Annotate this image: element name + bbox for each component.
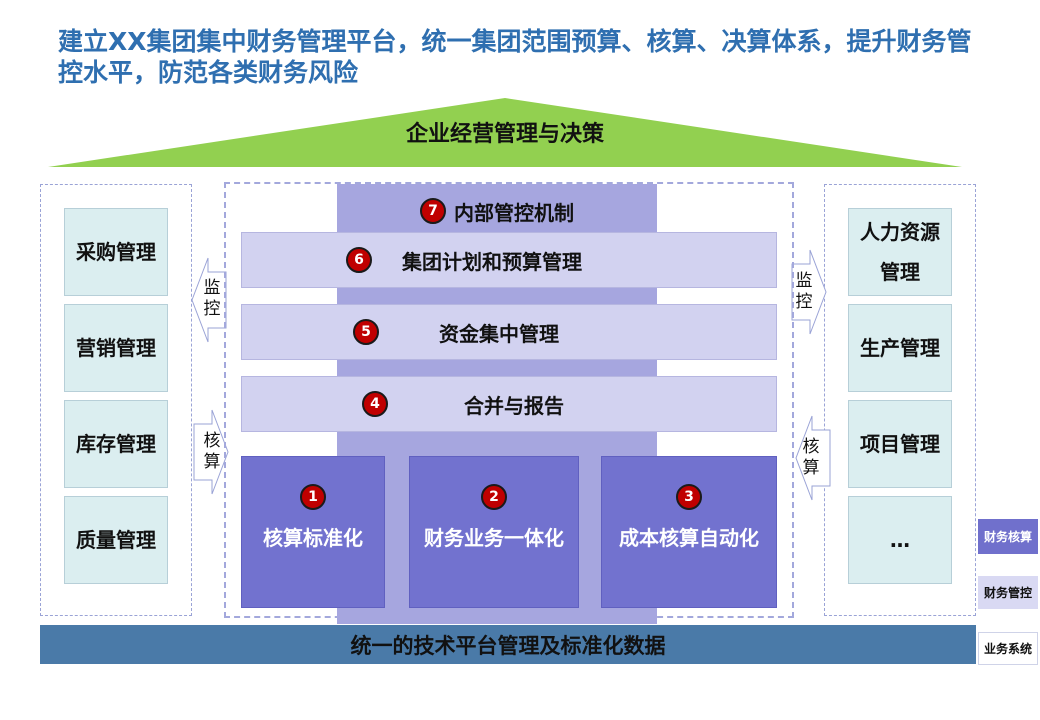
arrow-label-right-monitor: 监 控 bbox=[795, 271, 813, 312]
badge-6: 6 bbox=[346, 247, 372, 273]
foundation-bar: 统一的技术平台管理及标准化数据 bbox=[40, 625, 976, 664]
layer-internal-control[interactable]: 7 内部管控机制 bbox=[337, 196, 657, 226]
pillar-label: 财务业务一体化 bbox=[424, 526, 564, 550]
layer-label: 集团计划和预算管理 bbox=[402, 249, 582, 274]
right-panel bbox=[824, 184, 976, 616]
badge-7: 7 bbox=[420, 198, 446, 224]
pillar-integration[interactable]: 2 财务业务一体化 bbox=[409, 456, 579, 608]
layer-label: 内部管控机制 bbox=[454, 200, 574, 225]
pillar-automation[interactable]: 3 成本核算自动化 bbox=[601, 456, 777, 608]
pillar-standardization[interactable]: 1 核算标准化 bbox=[241, 456, 385, 608]
arrow-label-left-monitor: 监 控 bbox=[203, 278, 221, 319]
legend-business: 业务系统 bbox=[978, 632, 1038, 665]
layer-label: 合并与报告 bbox=[464, 393, 564, 418]
module-procurement[interactable]: 采购管理 bbox=[64, 208, 168, 296]
layer-label: 资金集中管理 bbox=[439, 321, 559, 346]
roof-label: 企业经营管理与决策 bbox=[405, 122, 604, 147]
arrow-label-left-accounting: 核 算 bbox=[203, 431, 221, 472]
legend-accounting: 财务核算 bbox=[978, 519, 1038, 554]
badge-2: 2 bbox=[481, 484, 507, 510]
module-project[interactable]: 项目管理 bbox=[848, 400, 952, 488]
layer-consolidation[interactable]: 4 合并与报告 bbox=[241, 376, 777, 432]
badge-1: 1 bbox=[300, 484, 326, 510]
module-inventory[interactable]: 库存管理 bbox=[64, 400, 168, 488]
module-quality[interactable]: 质量管理 bbox=[64, 496, 168, 584]
module-production[interactable]: 生产管理 bbox=[848, 304, 952, 392]
legend-control: 财务管控 bbox=[978, 576, 1038, 609]
layer-budget[interactable]: 6 集团计划和预算管理 bbox=[241, 232, 777, 288]
left-panel bbox=[40, 184, 192, 616]
module-sales[interactable]: 营销管理 bbox=[64, 304, 168, 392]
page-title: 建立XX集团集中财务管理平台，统一集团范围预算、核算、决算体系，提升财务管控水平… bbox=[58, 27, 972, 87]
module-hr[interactable]: 人力资源 管理 bbox=[848, 208, 952, 296]
pillar-label: 成本核算自动化 bbox=[619, 526, 759, 550]
badge-3: 3 bbox=[676, 484, 702, 510]
badge-5: 5 bbox=[353, 319, 379, 345]
layer-funds[interactable]: 5 资金集中管理 bbox=[241, 304, 777, 360]
module-more[interactable]: … bbox=[848, 496, 952, 584]
badge-4: 4 bbox=[362, 391, 388, 417]
pillar-label: 核算标准化 bbox=[263, 526, 363, 550]
arrow-label-right-accounting: 核 算 bbox=[802, 437, 820, 478]
